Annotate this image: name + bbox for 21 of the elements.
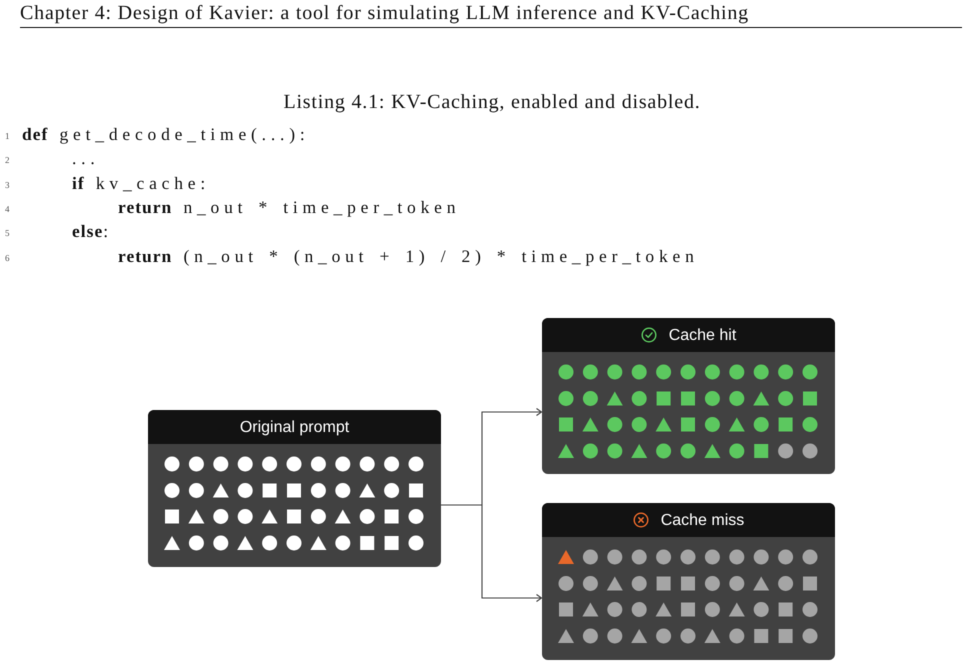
code-line: ... (72, 148, 100, 168)
token-panel (148, 410, 441, 567)
code-line: if kv_cache: (72, 173, 210, 193)
token-panel (542, 503, 835, 660)
panel-title: Cache hit (668, 326, 736, 344)
code-line: return n_out * time_per_token (118, 197, 460, 217)
line-number: 3 (5, 179, 10, 191)
arrow (441, 504, 542, 602)
code-line: else: (72, 221, 113, 241)
running-header: Chapter 4: Design of Kavier: a tool for simulating LLM inference and KV-Caching (20, 3, 749, 24)
line-number: 1 (5, 130, 10, 142)
token-panel (542, 318, 835, 474)
panel-title: Original prompt (240, 418, 350, 436)
code-line: def get_decode_time(...): (22, 124, 310, 144)
line-number: 5 (5, 227, 10, 239)
line-number: 2 (5, 154, 10, 166)
code-line: return (n_out * (n_out + 1) / 2) * time_per_token (118, 246, 699, 266)
line-number: 6 (5, 252, 10, 264)
line-number: 4 (5, 203, 10, 215)
listing-caption: Listing 4.1: KV-Caching, enabled and disabled. (283, 91, 701, 113)
panel-title: Cache miss (660, 510, 744, 530)
